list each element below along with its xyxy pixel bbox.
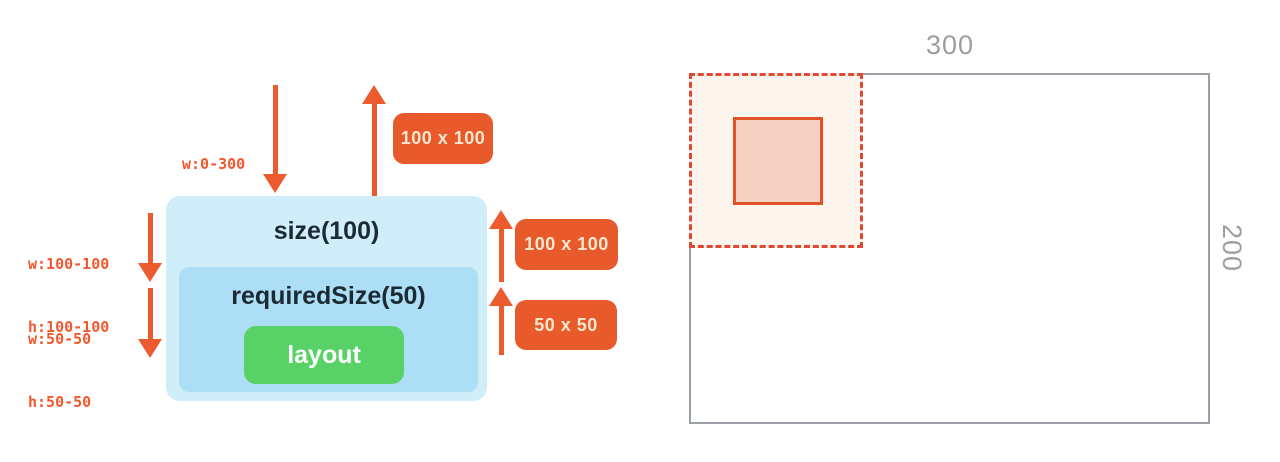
root-result-badge: 100 x 100 <box>393 113 493 164</box>
required-constraints-arrow-down-icon <box>138 288 162 358</box>
arrow-shaft <box>147 288 153 339</box>
root-size-arrow-up-icon <box>362 85 386 196</box>
required-constraints-height: h:50-50 <box>28 393 92 411</box>
arrow-shaft <box>498 306 504 355</box>
size-modifier-label: size(100) <box>273 217 380 245</box>
arrow-shaft <box>147 213 153 263</box>
arrow-shaft <box>272 85 278 174</box>
required-result-badge: 50 x 50 <box>515 300 617 350</box>
parent-height-label: 200 <box>1217 223 1248 273</box>
arrow-head-up <box>362 85 386 104</box>
required-size-square <box>733 117 823 205</box>
required-size-modifier-box: requiredSize(50) layout <box>179 267 478 392</box>
arrow-head-down <box>138 339 162 358</box>
size-constraints-width: w:100-100 <box>28 255 110 273</box>
layout-node: layout <box>244 326 404 384</box>
size-constraints-label: w:100-100 h:100-100 <box>28 212 109 380</box>
required-size-modifier-label: requiredSize(50) <box>231 282 426 310</box>
layout-node-label: layout <box>287 340 361 369</box>
parent-width-label: 300 <box>925 29 975 60</box>
constraints-flow-diagram: w:0-300 h:0-200 100 x 100 size(100) requ… <box>28 85 618 455</box>
arrow-head-up <box>489 287 513 306</box>
required-result-arrow-up-icon <box>489 287 513 355</box>
arrow-head-up <box>489 210 513 229</box>
size-constraints-arrow-down-icon <box>138 213 162 282</box>
arrow-shaft <box>371 104 377 196</box>
root-constraints-width: w:0-300 <box>182 155 246 173</box>
size-result-badge: 100 x 100 <box>515 219 618 270</box>
required-constraints-label: w:50-50 h:50-50 <box>28 287 91 455</box>
size-result-arrow-up-icon <box>489 210 513 282</box>
arrow-head-down <box>138 263 162 282</box>
size-modifier-box: size(100) requiredSize(50) layout <box>166 196 487 401</box>
arrow-head-down <box>263 174 287 193</box>
size-constraints-height: h:100-100 <box>28 318 110 336</box>
root-constraints-arrow-down-icon <box>263 85 287 193</box>
result-placement-diagram: 300 200 <box>640 0 1280 462</box>
required-constraints-width: w:50-50 <box>28 330 92 348</box>
arrow-shaft <box>498 229 504 282</box>
